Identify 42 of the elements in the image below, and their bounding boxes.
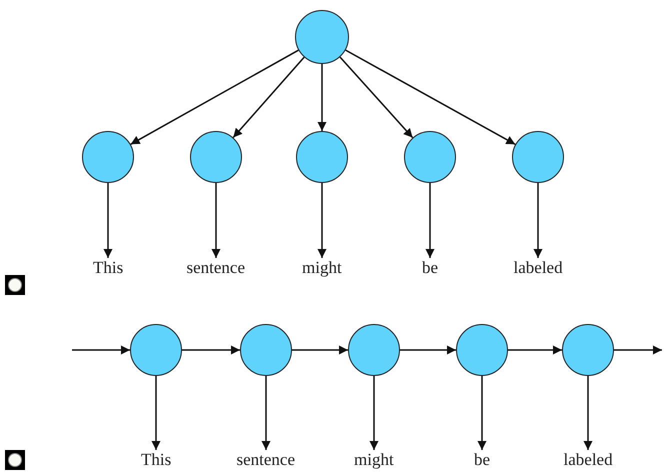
word-label: sentence: [236, 450, 296, 470]
arrow: [104, 183, 112, 258]
word-label: labeled: [564, 450, 613, 470]
arrow: [130, 50, 299, 145]
arrow: [584, 376, 592, 450]
circle-node: [404, 131, 456, 183]
circle-node: [512, 131, 564, 183]
word-label: This: [141, 450, 172, 470]
word-label: This: [93, 258, 124, 278]
circle-node: [295, 10, 349, 64]
circle-node: [348, 324, 400, 376]
arrow: [262, 376, 270, 450]
arrow: [232, 56, 305, 138]
arrow: [292, 346, 348, 354]
circle-node: [296, 131, 348, 183]
arrow: [318, 183, 326, 258]
arrow: [478, 376, 486, 450]
circle-node: [240, 324, 292, 376]
circle-node: [130, 324, 182, 376]
circle-node: [82, 131, 134, 183]
arrow: [340, 56, 414, 138]
arrow: [182, 346, 240, 354]
word-label: labeled: [514, 258, 563, 278]
arrow: [508, 346, 562, 354]
arrow: [400, 346, 456, 354]
circle-node: [456, 324, 508, 376]
word-label: be: [474, 450, 490, 470]
word-label: might: [302, 258, 342, 278]
arrow: [72, 346, 130, 354]
arrow: [614, 346, 662, 354]
arrow: [318, 64, 326, 131]
circle-node: [562, 324, 614, 376]
arrow: [152, 376, 160, 450]
circle-node: [190, 131, 242, 183]
word-label: might: [354, 450, 394, 470]
arrow: [370, 376, 378, 450]
arrow: [534, 183, 542, 258]
word-label: be: [422, 258, 438, 278]
arrow: [345, 49, 516, 146]
arrow: [212, 183, 220, 258]
word-label: sentence: [186, 258, 246, 278]
arrow: [426, 183, 434, 258]
